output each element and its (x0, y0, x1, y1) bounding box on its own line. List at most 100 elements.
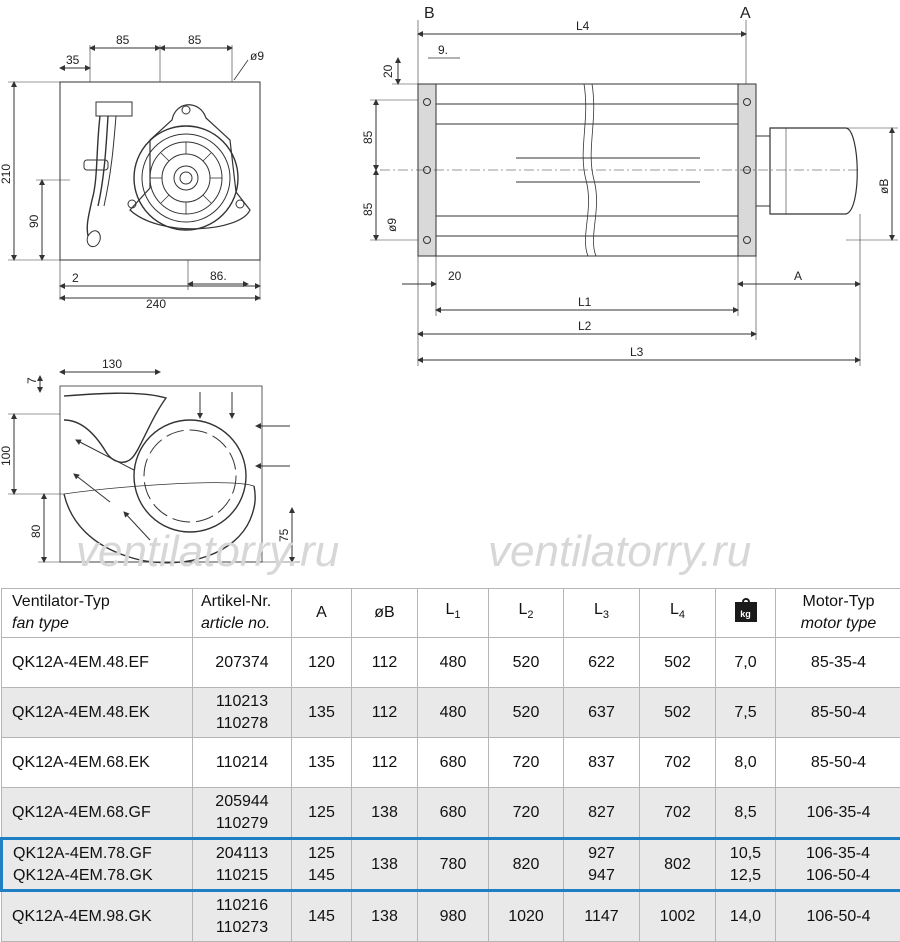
cell-b: 138 (352, 788, 418, 839)
section-dim-130: 130 (102, 357, 122, 371)
header-l1-sub: 1 (454, 610, 460, 622)
cell-a-value: 145 (294, 865, 349, 887)
cell-motor-value: 85-35-4 (778, 652, 899, 674)
cell-l3-value: 837 (566, 752, 637, 774)
cell-motor: 106-50-4 (776, 891, 900, 942)
cell-type: QK12A-4EM.98.GK (2, 891, 193, 942)
cell-type-value: QK12A-4EM.68.EK (12, 752, 190, 774)
cell-art-value: 110273 (195, 917, 289, 939)
cell-l1: 980 (418, 891, 489, 942)
front-dim-2: 2 (72, 271, 79, 285)
cell-art-value: 207374 (195, 652, 289, 674)
cell-type: QK12A-4EM.48.EK (2, 688, 193, 738)
cell-motor-value: 106-50-4 (778, 906, 899, 928)
cell-a-value: 145 (294, 906, 349, 928)
cell-type: QK12A-4EM.68.EK (2, 738, 193, 788)
header-l4-base: L (670, 601, 679, 618)
cell-type-value: QK12A-4EM.48.EK (12, 702, 190, 724)
cell-a-value: 120 (294, 652, 349, 674)
front-dim-86: 86. (210, 269, 227, 283)
cell-b: 138 (352, 839, 418, 891)
header-weight: kg (716, 589, 776, 638)
cell-l1: 680 (418, 738, 489, 788)
cell-l1: 680 (418, 788, 489, 839)
section-dim-100: 100 (0, 446, 13, 466)
cell-kg-value: 8,5 (718, 802, 773, 824)
cell-b-value: 138 (354, 854, 415, 876)
header-l3-sub: 3 (603, 610, 609, 622)
cell-kg: 8,0 (716, 738, 776, 788)
header-motor-type-de: Motor-Typ (778, 591, 899, 613)
cell-b-value: 112 (354, 702, 415, 724)
header-l1: L1 (418, 589, 489, 638)
cell-motor: 85-50-4 (776, 688, 900, 738)
technical-drawings: 35 85 85 ø9 210 90 2 86. 240 B A L4 9. 2… (0, 0, 900, 590)
cell-a: 135 (292, 738, 352, 788)
cell-l1-value: 780 (420, 854, 486, 876)
header-l2: L2 (489, 589, 564, 638)
header-l4: L4 (640, 589, 716, 638)
cell-art-value: 204113 (195, 843, 289, 865)
cell-b-value: 112 (354, 652, 415, 674)
cell-b-value: 138 (354, 906, 415, 928)
header-article-no: Artikel-Nr. article no. (193, 589, 292, 638)
cell-motor-value: 85-50-4 (778, 752, 899, 774)
cell-art-value: 110278 (195, 713, 289, 735)
side-mark-b: B (424, 5, 435, 22)
header-l4-sub: 4 (679, 610, 685, 622)
cell-art-value: 110279 (195, 813, 289, 835)
cell-kg-value: 7,5 (718, 702, 773, 724)
front-dim-85-left: 85 (116, 33, 130, 47)
cell-kg: 7,5 (716, 688, 776, 738)
cell-a: 145 (292, 891, 352, 942)
cell-a-value: 135 (294, 702, 349, 724)
cell-l2-value: 720 (491, 752, 561, 774)
side-dim-20: 20 (448, 269, 462, 283)
cell-l2: 520 (489, 638, 564, 688)
side-view-drawing (370, 20, 898, 366)
cell-l2-value: 520 (491, 702, 561, 724)
cell-l2: 1020 (489, 891, 564, 942)
header-fan-type-de: Ventilator-Typ (12, 591, 190, 613)
front-dim-90: 90 (27, 214, 41, 228)
cell-art-value: 110214 (195, 752, 289, 774)
cell-l1: 480 (418, 688, 489, 738)
cell-l1-value: 480 (420, 702, 486, 724)
cell-kg: 14,0 (716, 891, 776, 942)
cell-l2: 820 (489, 839, 564, 891)
cell-l1-value: 680 (420, 802, 486, 824)
cell-a: 125 (292, 788, 352, 839)
cell-art: 110214 (193, 738, 292, 788)
side-dim-l3: L3 (630, 345, 644, 359)
cell-a-value: 125 (294, 802, 349, 824)
side-dim-l1: L1 (578, 295, 592, 309)
weight-icon: kg (735, 602, 757, 622)
cell-l3-value: 827 (566, 802, 637, 824)
cell-l4-value: 502 (642, 702, 713, 724)
cell-art-value: 205944 (195, 791, 289, 813)
cell-l4-value: 1002 (642, 906, 713, 928)
cell-l2: 520 (489, 688, 564, 738)
cell-type-value: QK12A-4EM.48.EF (12, 652, 190, 674)
front-hole-diameter: ø9 (250, 49, 264, 63)
header-b: øB (352, 589, 418, 638)
cell-l4: 702 (640, 788, 716, 839)
side-dim-l4: L4 (576, 19, 590, 33)
cell-l2-value: 520 (491, 652, 561, 674)
cell-a-value: 135 (294, 752, 349, 774)
cell-l3: 622 (564, 638, 640, 688)
side-dia-b: øB (877, 179, 891, 194)
cell-l4-value: 502 (642, 652, 713, 674)
header-l2-sub: 2 (527, 610, 533, 622)
header-a: A (292, 589, 352, 638)
